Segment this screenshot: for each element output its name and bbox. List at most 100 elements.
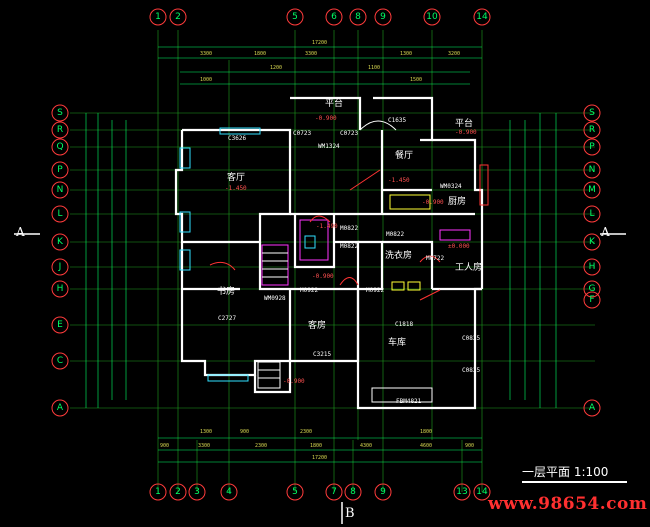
axis-bubble-circle [149, 8, 167, 26]
axis-bubble: K [51, 233, 69, 251]
dim-bottom-part: 1800 [310, 443, 322, 449]
opening-mark: M0822 [340, 243, 358, 250]
dim-misc: 1100 [368, 65, 380, 71]
axis-bubble-circle [583, 233, 601, 251]
axis-bubble-circle [51, 280, 69, 298]
axis-bubble: 3 [188, 483, 206, 501]
axis-bubble: R [51, 121, 69, 139]
axis-bubble-circle [583, 399, 601, 417]
dim-bottom-total: 17200 [312, 455, 327, 461]
axis-bubble-label: 9 [380, 12, 386, 22]
opening-mark: C2727 [218, 315, 236, 322]
dim-bottom-part: 4600 [420, 443, 432, 449]
watermark: www.98654.com [488, 494, 648, 514]
opening-mark: WM1324 [318, 143, 340, 150]
axis-bubble-label: 3 [194, 487, 200, 497]
axis-bubble-circle [423, 8, 441, 26]
axis-bubble-label: N [589, 165, 596, 175]
axis-bubble: 13 [453, 483, 471, 501]
axis-bubble-label: S [589, 108, 595, 118]
axis-bubble: P [51, 161, 69, 179]
dim-top-part: 3300 [305, 51, 317, 57]
axis-bubble-circle [583, 258, 601, 276]
axis-bubble-label: 13 [456, 487, 467, 497]
axis-bubble: N [583, 161, 601, 179]
section-mark-a-left: A [16, 225, 25, 239]
opening-mark: C3215 [313, 351, 331, 358]
opening-mark: M0722 [426, 255, 444, 262]
level-mark: -0.900 [455, 129, 477, 136]
opening-mark: C0835 [462, 367, 480, 374]
axis-bubble-label: 4 [226, 487, 232, 497]
axis-bubble: 14 [473, 8, 491, 26]
axis-bubble-circle [51, 181, 69, 199]
axis-bubble: 8 [344, 483, 362, 501]
axis-bubble-circle [583, 291, 601, 309]
opening-marks: C3626 C0723 C0723 C1635 WM1324 WM0324 M0… [218, 117, 480, 405]
section-cut-lines [14, 233, 626, 524]
room-labels: 客厅 平台 平台 餐厅 厨房 书房 客房 洗衣房 工人房 车库 [217, 97, 482, 348]
dim-misc: 1800 [420, 429, 432, 435]
drawing-title: 一层平面 1:100 [522, 465, 609, 479]
axis-bubble: 10 [423, 8, 441, 26]
room-label-terrace: 平台 [455, 117, 473, 129]
axis-bubble-circle [51, 205, 69, 223]
axis-bubble-circle [583, 121, 601, 139]
axis-bubble-label: 1 [155, 487, 161, 497]
axis-bubble-circle [583, 205, 601, 223]
axis-bubble-label: R [589, 125, 595, 135]
building-walls [174, 96, 484, 410]
axis-bubble: A [583, 399, 601, 417]
axis-bubble-label: Q [56, 142, 63, 152]
axis-bubble: H [583, 258, 601, 276]
opening-mark: C0723 [293, 130, 311, 137]
level-marks: -1.450 -0.900 -0.900 -1.450 -0.900 -1.49… [225, 115, 477, 385]
axis-bubble: R [583, 121, 601, 139]
opening-mark: M0922 [300, 287, 318, 294]
level-mark: -0.900 [422, 199, 444, 206]
room-label-living: 客厅 [227, 171, 245, 183]
axis-bubble-circle [374, 483, 392, 501]
dim-misc: 1500 [410, 77, 422, 83]
axis-bubble-circle [51, 104, 69, 122]
axis-bubble-circle [583, 138, 601, 156]
dim-misc: 1300 [200, 429, 212, 435]
axis-bubble-label: N [57, 185, 64, 195]
axis-bubble-label: H [57, 284, 64, 294]
axis-bubble-circle [149, 483, 167, 501]
axis-bubble: 5 [286, 483, 304, 501]
axis-bubble-label: 6 [331, 12, 337, 22]
opening-mark: WM0324 [440, 183, 462, 190]
axis-bubble-label: F [589, 295, 594, 305]
axis-bubble-label: 5 [292, 12, 298, 22]
axis-bubble-label: J [58, 262, 62, 272]
axis-bubble: S [583, 104, 601, 122]
level-mark: -1.450 [225, 185, 247, 192]
axis-bubble-circle [286, 483, 304, 501]
axis-bubble: 14 [473, 483, 491, 501]
axis-bubble: N [51, 181, 69, 199]
axis-bubble-circle [349, 8, 367, 26]
axis-bubble-circle [51, 352, 69, 370]
title-underline [522, 481, 627, 483]
dim-misc: 900 [240, 429, 249, 435]
axis-bubble: C [51, 352, 69, 370]
axis-bubble-circle [51, 316, 69, 334]
axis-bubble-circle [325, 483, 343, 501]
axis-bubble: 1 [149, 8, 167, 26]
dim-misc: 1200 [270, 65, 282, 71]
room-label-terrace: 平台 [325, 97, 343, 109]
dim-top-part: 3200 [448, 51, 460, 57]
opening-mark: M0922 [366, 287, 384, 294]
level-mark: -0.900 [315, 115, 337, 122]
axis-bubble: H [51, 280, 69, 298]
room-label-laundry: 洗衣房 [385, 249, 412, 261]
axis-bubble: A [51, 399, 69, 417]
level-mark: ±0.000 [448, 243, 470, 250]
axis-bubble-label: L [589, 209, 594, 219]
room-label-study: 书房 [217, 285, 235, 297]
dimension-lines [85, 46, 557, 463]
axis-bubble-label: K [57, 237, 64, 247]
dim-top-part: 1800 [254, 51, 266, 57]
